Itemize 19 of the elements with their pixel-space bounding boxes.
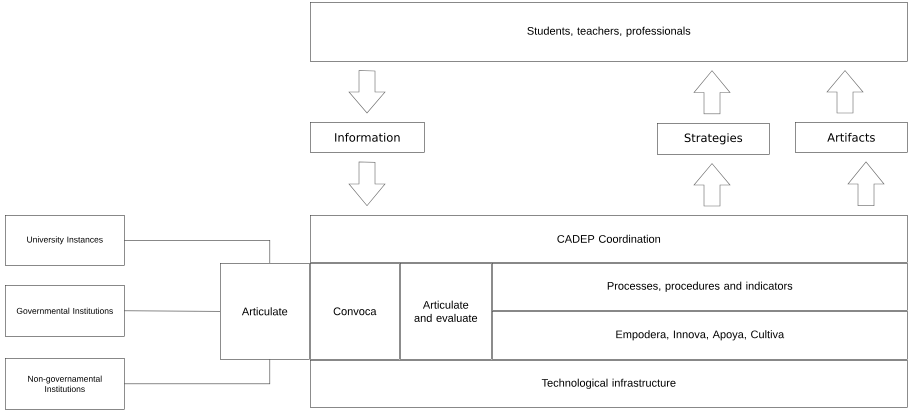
institution-box: Governmental Institutions (5, 285, 125, 337)
block-arrow (693, 163, 731, 206)
block-arrow (847, 161, 885, 206)
block-arrow (348, 70, 386, 114)
block-arrow (693, 70, 731, 114)
connector-line (124, 310, 220, 312)
process-box: Articulate (220, 263, 310, 360)
connector-line (124, 240, 270, 264)
institution-box: University Instances (5, 215, 125, 266)
table-cell: Convoca (310, 263, 400, 360)
heading-box: Students, teachers, professionals (310, 2, 908, 62)
institution-box: Non-governamental Institutions (5, 358, 125, 410)
label-box: Artifacts (795, 122, 908, 153)
label-box: Information (310, 122, 425, 153)
label-box: Strategies (657, 123, 770, 155)
connector-line (124, 359, 270, 384)
block-arrow (348, 162, 386, 206)
table-cell: Articulate and evaluate (400, 263, 492, 360)
block-arrow (826, 70, 864, 114)
